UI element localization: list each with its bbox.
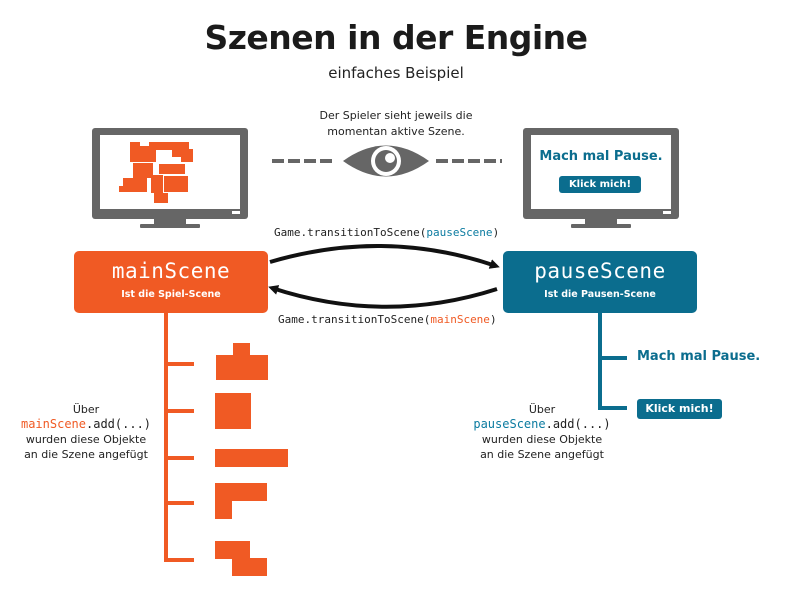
page-title: Szenen in der Engine (204, 18, 588, 57)
right-monitor-icon (523, 128, 679, 228)
pause-scene-description: Ist die Pausen-Scene (544, 289, 656, 300)
monitor-pause-label: Mach mal Pause. (539, 149, 663, 164)
main-scene-name: mainScene (111, 259, 231, 283)
main-scene-objects (215, 343, 288, 576)
arrow-to-main (268, 285, 498, 309)
viewer-note: Der Spieler sieht jeweils die momentan a… (319, 109, 473, 138)
object-square (215, 393, 251, 429)
arrow-to-pause (269, 244, 500, 269)
monitor-click-button[interactable]: Klick mich! (559, 176, 641, 193)
left-monitor-icon (92, 128, 248, 228)
transition-to-pause-label: Game.transitionToScene(pauseScene) (274, 226, 500, 239)
main-add-explanation: Über mainScene.add(...) wurden diese Obj… (20, 403, 152, 461)
object-t-shape (216, 343, 268, 380)
pause-scene-box: pauseScene Ist die Pausen-Scene (503, 251, 697, 313)
object-l-shape (215, 483, 267, 519)
pause-scene-name: pauseScene (534, 259, 666, 283)
main-scene-box: mainScene Ist die Spiel-Scene (74, 251, 268, 313)
page-subtitle: einfaches Beispiel (328, 64, 464, 82)
pause-add-explanation: Über pauseScene.add(...) wurden diese Ob… (473, 403, 611, 461)
transition-to-main-label: Game.transitionToScene(mainScene) (278, 313, 497, 326)
object-bar (215, 449, 288, 467)
pause-object-button[interactable]: Klick mich! (637, 399, 722, 419)
pause-scene-tree (598, 313, 627, 410)
object-z-shape (215, 541, 267, 576)
eye-icon (343, 145, 429, 177)
main-scene-description: Ist die Spiel-Scene (121, 289, 221, 300)
pause-object-label: Mach mal Pause. (637, 349, 761, 364)
main-scene-tree (164, 313, 194, 562)
